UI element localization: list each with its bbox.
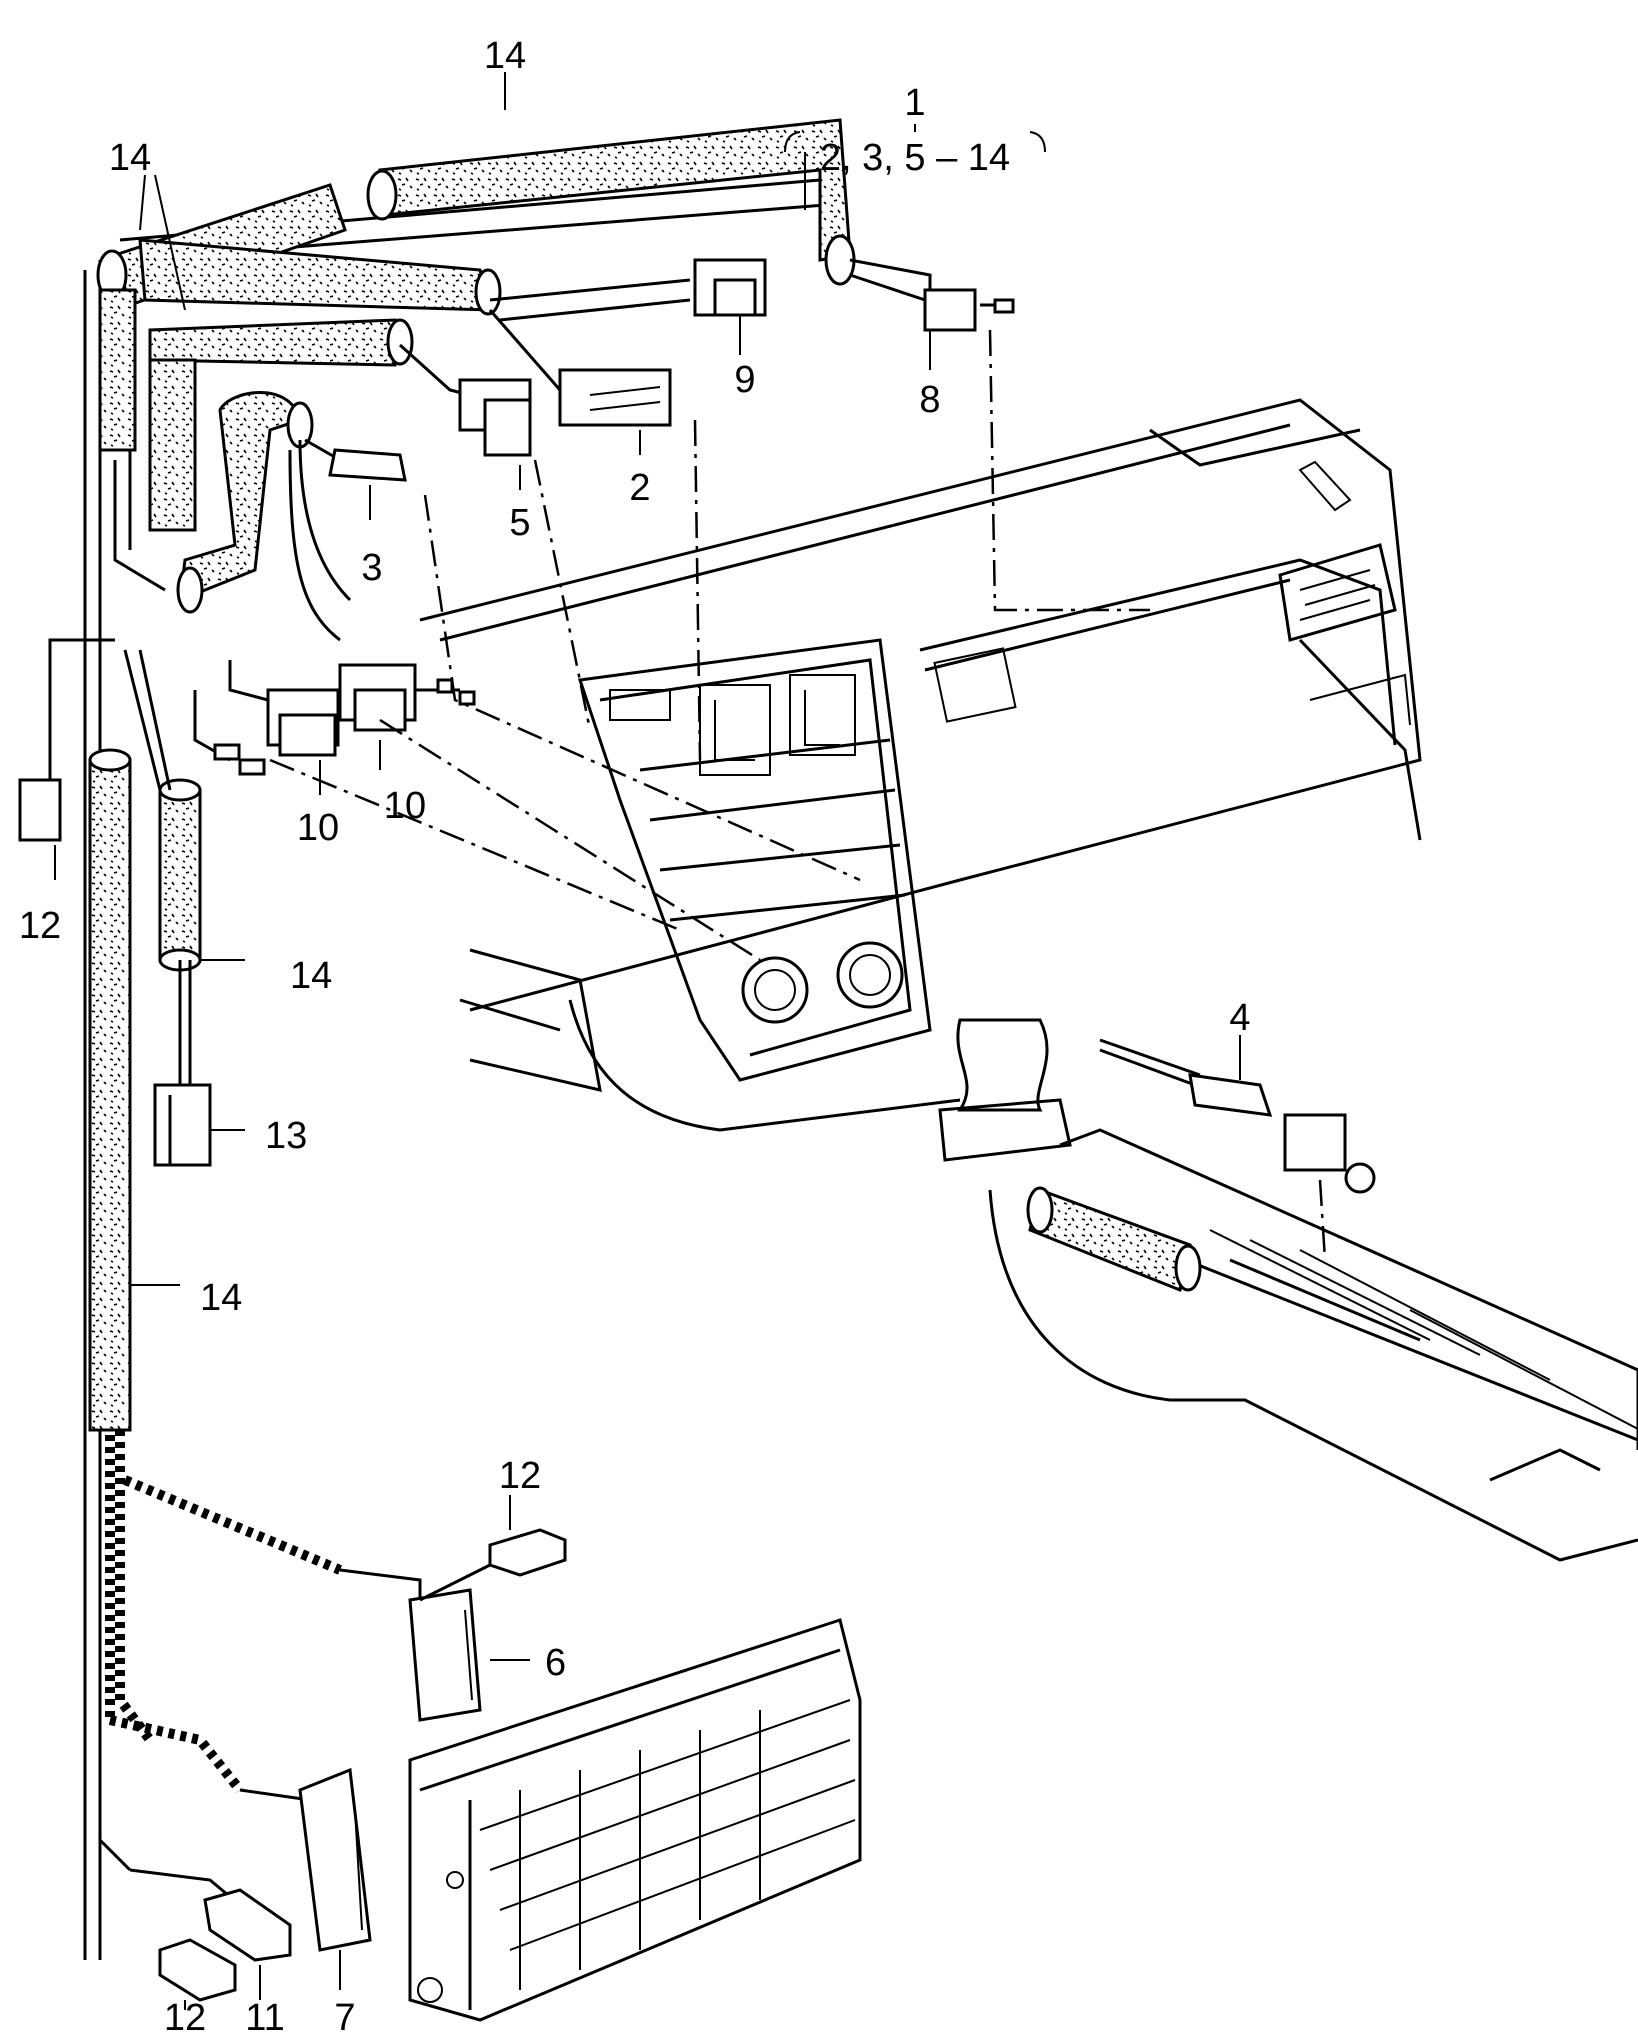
callout-2: 2 [629, 467, 650, 509]
leader-lines [269, 329, 1150, 962]
callout-14-lower: 14 [200, 1277, 242, 1319]
relay-7 [298, 1767, 372, 1952]
callout-1-contents: 2, 3, 5 – 14 [820, 137, 1010, 179]
connector-12-upper [488, 1528, 567, 1577]
lower-left-connectors [18, 638, 567, 2002]
callout-10-left: 10 [297, 807, 339, 849]
connector-8 [923, 288, 977, 332]
callout-14-top: 14 [484, 35, 526, 77]
callout-leaders [54, 72, 1241, 2010]
connector-12-bottom [158, 1938, 237, 2002]
connector-12-left [18, 778, 62, 842]
callout-8: 8 [919, 379, 940, 421]
callout-labels: 14 14 1 2, 3, 5 – 14 8 9 2 5 3 10 10 12 … [19, 35, 1251, 2032]
callout-1: 1 [904, 82, 925, 124]
callout-12-bottom: 12 [164, 1997, 206, 2032]
callout-12-upper: 12 [499, 1455, 541, 1497]
connector-13 [153, 1083, 212, 1167]
callout-5: 5 [509, 502, 530, 544]
callout-14-middle: 14 [290, 955, 332, 997]
harness-sleeves [83, 118, 856, 1960]
callout-10-right: 10 [384, 785, 426, 827]
dashboard-outline [419, 398, 1422, 1012]
callout-9: 9 [734, 359, 755, 401]
gear-lever-tunnel [938, 1018, 1638, 1562]
callout-4: 4 [1229, 997, 1250, 1039]
fuse-relay-panel [408, 1618, 862, 2022]
centre-console [459, 638, 961, 1132]
callout-13: 13 [265, 1115, 307, 1157]
connector-2 [558, 368, 672, 427]
callout-7: 7 [334, 1997, 355, 2032]
callout-11: 11 [245, 1997, 284, 2032]
upper-connectors [193, 258, 1015, 776]
callout-3: 3 [361, 547, 382, 589]
connector-11 [203, 1888, 292, 1962]
connector-3 [328, 448, 407, 482]
relay-6 [408, 1588, 482, 1722]
callout-14-left: 14 [109, 137, 151, 179]
callout-6: 6 [545, 1642, 566, 1684]
switch-4 [1099, 1038, 1376, 1261]
callout-12-left: 12 [19, 905, 61, 947]
